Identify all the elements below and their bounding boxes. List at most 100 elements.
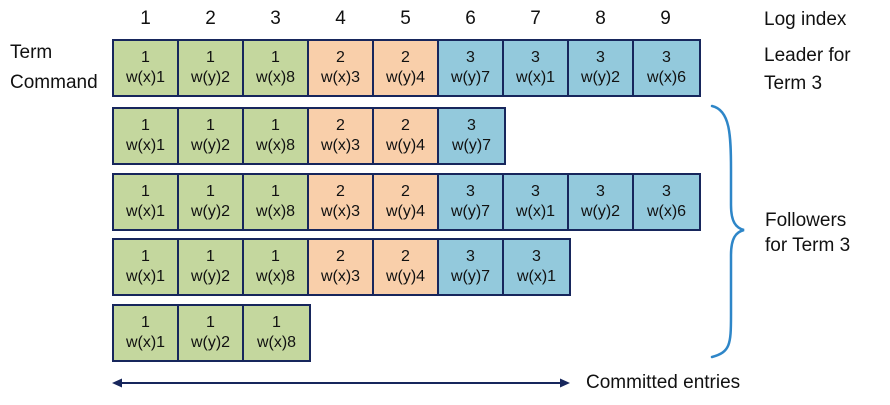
log-entry: 3 w(x)6 — [634, 175, 699, 229]
log-index-5: 5 — [400, 8, 411, 29]
entry-term: 3 — [532, 248, 541, 265]
entry-command: w(x)8 — [255, 137, 296, 154]
entry-term: 1 — [141, 183, 150, 200]
entry-term: 2 — [401, 117, 410, 134]
entry-command: w(x)1 — [125, 69, 166, 86]
entry-command: w(y)4 — [385, 203, 426, 220]
entry-term: 1 — [271, 117, 280, 134]
entry-term: 2 — [336, 117, 345, 134]
leader-label-line2: Term 3 — [764, 73, 823, 94]
entry-command: w(x)1 — [125, 203, 166, 220]
log-entry: 1 w(x)1 — [114, 175, 179, 229]
entry-term: 1 — [206, 314, 215, 331]
entry-term: 2 — [401, 183, 410, 200]
entry-term: 3 — [662, 49, 671, 66]
log-entry: 3 w(y)2 — [569, 41, 634, 95]
entry-command: w(y)4 — [385, 268, 426, 285]
log-index-4: 4 — [335, 8, 346, 29]
entry-command: w(x)3 — [320, 137, 361, 154]
entry-term: 1 — [206, 49, 215, 66]
log-entry: 2 w(x)3 — [309, 109, 374, 163]
entry-term: 3 — [466, 248, 475, 265]
log-index-7: 7 — [530, 8, 541, 29]
entry-term: 1 — [271, 183, 280, 200]
command-row-label: Command — [10, 72, 98, 93]
log-entry: 1 w(x)1 — [114, 41, 179, 95]
log-index-2: 2 — [205, 8, 216, 29]
entry-term: 1 — [141, 248, 150, 265]
log-entry: 3 w(y)2 — [569, 175, 634, 229]
entry-term: 1 — [141, 117, 150, 134]
log-index-1: 1 — [140, 8, 151, 29]
entry-term: 3 — [596, 49, 605, 66]
entry-term: 1 — [141, 49, 150, 66]
entry-term: 3 — [662, 183, 671, 200]
log-entry: 3 w(y)7 — [439, 109, 504, 163]
log-entry: 3 w(y)7 — [439, 175, 504, 229]
entry-term: 1 — [206, 183, 215, 200]
committed-entries-arrow — [112, 378, 570, 388]
log-entry: 2 w(x)3 — [309, 41, 374, 95]
entry-command: w(y)2 — [190, 334, 231, 351]
entry-command: w(y)4 — [385, 69, 426, 86]
entry-command: w(y)2 — [190, 203, 231, 220]
entry-term: 1 — [272, 314, 281, 331]
entry-command: w(x)1 — [515, 69, 556, 86]
entry-command: w(x)3 — [320, 268, 361, 285]
entry-command: w(y)2 — [580, 69, 621, 86]
followers-label-line1: Followers — [765, 210, 847, 231]
entry-command: w(y)2 — [190, 268, 231, 285]
entry-command: w(x)6 — [646, 203, 687, 220]
entry-term: 1 — [206, 248, 215, 265]
entry-command: w(x)1 — [125, 268, 166, 285]
entry-command: w(y)7 — [450, 203, 491, 220]
entry-term: 2 — [336, 183, 345, 200]
log-index-9: 9 — [660, 8, 671, 29]
entry-term: 3 — [531, 183, 540, 200]
leader-label-line1: Leader for — [764, 45, 851, 66]
entry-command: w(x)8 — [256, 334, 297, 351]
log-entry: 1 w(y)2 — [179, 175, 244, 229]
log-entry: 1 w(y)2 — [179, 306, 244, 360]
entry-command: w(x)1 — [125, 137, 166, 154]
entry-term: 3 — [466, 183, 475, 200]
entry-command: w(y)7 — [451, 137, 492, 154]
entry-command: w(x)1 — [125, 334, 166, 351]
entry-term: 3 — [596, 183, 605, 200]
entry-command: w(x)8 — [255, 69, 296, 86]
entry-term: 1 — [206, 117, 215, 134]
entry-term: 3 — [467, 117, 476, 134]
entry-term: 1 — [271, 248, 280, 265]
entry-term: 3 — [466, 49, 475, 66]
log-index-6: 6 — [465, 8, 476, 29]
term-row-label: Term — [10, 42, 53, 63]
entry-command: w(y)2 — [580, 203, 621, 220]
followers-brace — [710, 104, 745, 359]
entry-term: 2 — [336, 49, 345, 66]
log-index-3: 3 — [270, 8, 281, 29]
followers-label-line2: for Term 3 — [765, 235, 851, 256]
entry-command: w(x)3 — [320, 69, 361, 86]
log-entry: 2 w(y)4 — [374, 175, 439, 229]
